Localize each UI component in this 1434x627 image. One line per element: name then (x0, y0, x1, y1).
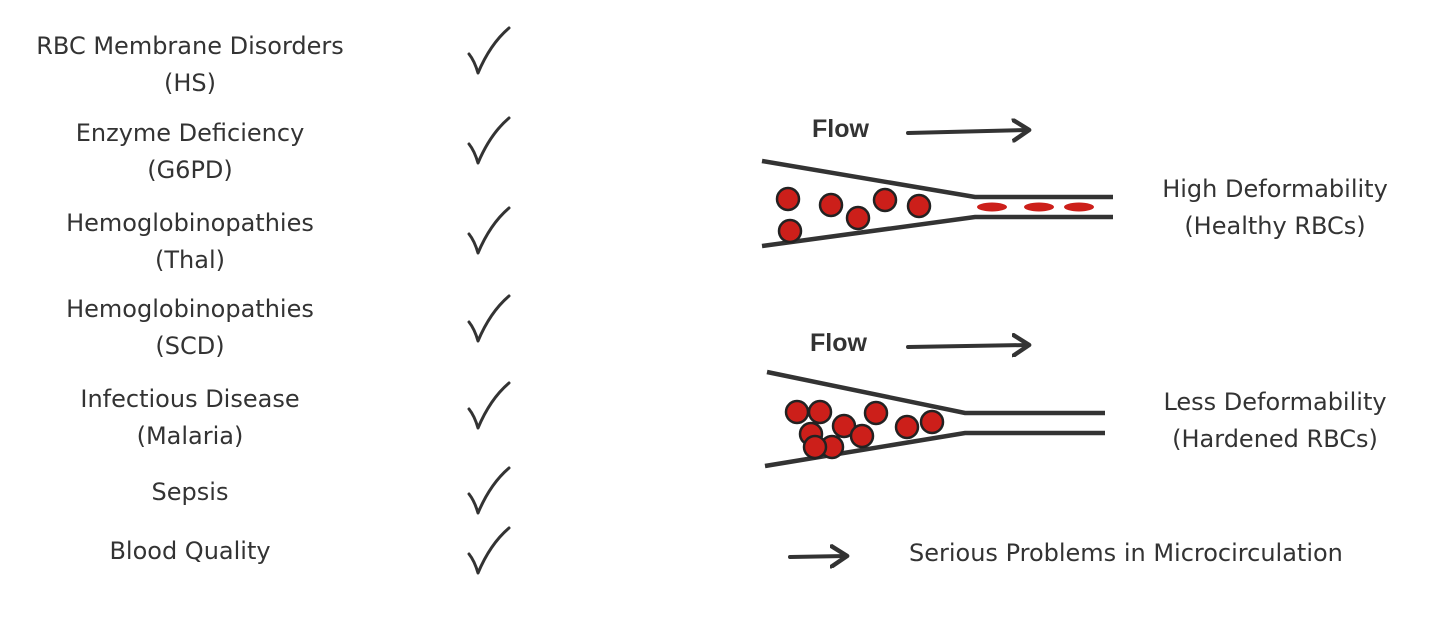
rbc (818, 192, 844, 218)
rbc (784, 399, 810, 425)
rbc (845, 205, 871, 231)
condition-name: Infectious Disease (80, 385, 300, 413)
check-icon (467, 526, 511, 575)
flow-label: Flow (812, 115, 869, 143)
rbc (777, 218, 803, 244)
rbc (906, 193, 932, 219)
condition-detail: (HS) (163, 69, 216, 97)
arrow-right-icon (906, 130, 1028, 133)
condition-name: RBC Membrane Disorders (36, 32, 344, 60)
condition-detail: (SCD) (155, 332, 225, 360)
condition-name: Hemoglobinopathies (66, 209, 314, 237)
vessel-wall-top (766, 369, 1105, 416)
vessel-wall-top (761, 158, 1113, 200)
rbc (802, 434, 828, 460)
condition-item: Hemoglobinopathies (SCD) (20, 291, 360, 365)
vessel-wall-bottom (761, 214, 1113, 249)
rbc-deformed (1024, 202, 1054, 212)
condition-detail: (G6PD) (147, 156, 233, 184)
condition-item: Enzyme Deficiency (G6PD) (20, 115, 360, 189)
condition-item: Blood Quality (20, 533, 360, 570)
check-icon (467, 466, 511, 515)
rbc (849, 423, 875, 449)
arrow-right-icon (788, 556, 846, 557)
condition-item: Infectious Disease (Malaria) (20, 381, 360, 455)
flow-label: Flow (810, 329, 867, 357)
condition-name: Hemoglobinopathies (66, 295, 314, 323)
description-title: High Deformability (1162, 175, 1388, 203)
arrow-right-icon (906, 345, 1028, 347)
condition-name: Enzyme Deficiency (75, 119, 305, 147)
healthy-description: High Deformability (Healthy RBCs) (1140, 171, 1410, 245)
hardened-description: Less Deformability (Hardened RBCs) (1140, 384, 1410, 458)
healthy-vessel (761, 130, 1113, 249)
rbc-deformed (977, 202, 1007, 212)
check-icon (467, 381, 511, 430)
rbc (807, 399, 833, 425)
rbc-deformed (1064, 202, 1094, 212)
description-title: Less Deformability (1163, 388, 1387, 416)
check-icon (467, 294, 511, 343)
rbc (863, 400, 889, 426)
description-detail: (Hardened RBCs) (1172, 425, 1378, 453)
condition-item: RBC Membrane Disorders (HS) (20, 28, 360, 102)
check-icon (467, 206, 511, 255)
condition-item: Sepsis (20, 474, 360, 511)
check-icon (467, 116, 511, 165)
rbc (919, 409, 945, 435)
condition-detail: (Thal) (155, 246, 225, 274)
check-icon (467, 26, 511, 75)
description-detail: (Healthy RBCs) (1184, 212, 1366, 240)
condition-item: Hemoglobinopathies (Thal) (20, 205, 360, 279)
rbc (872, 187, 898, 213)
hardened-vessel (764, 345, 1105, 469)
condition-name: Sepsis (151, 478, 229, 506)
condition-name: Blood Quality (109, 537, 271, 565)
rbc (894, 414, 920, 440)
rbc (775, 186, 801, 212)
condition-detail: (Malaria) (136, 422, 244, 450)
conclusion-text: Serious Problems in Microcirculation (909, 539, 1343, 567)
